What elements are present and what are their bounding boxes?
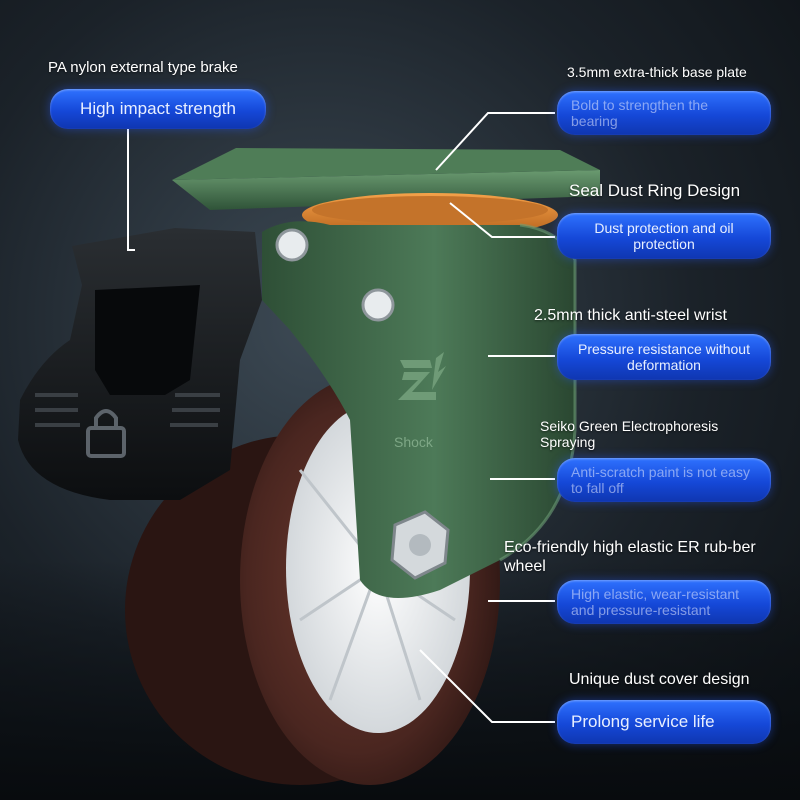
callout-dust-cover-heading: Unique dust cover design [569,671,750,688]
brake-ribs [35,393,220,427]
callout-brake-pill: High impact strength [50,89,266,129]
callout-base-plate-heading: 3.5mm extra-thick base plate [567,64,747,80]
callout-seal-ring-heading: Seal Dust Ring Design [569,181,741,200]
axle-bolt-center [409,534,431,556]
brand-logo-icon [398,352,446,400]
callout-dust-cover-pill: Prolong service life [557,700,771,744]
callout-steel-wrist-heading: 2.5mm thick anti-steel wrist [534,307,727,324]
callout-steel-wrist-pill: Pressure resistance without deformation [557,334,771,380]
callout-spraying-pill: Anti-scratch paint is not easy to fall o… [557,458,771,502]
callout-seal-ring-pill: Dust protection and oil protection [557,213,771,259]
base-plate [172,170,600,210]
brake-pedal-window [95,285,200,395]
lock-icon [86,409,126,458]
callout-brake-heading: PA nylon external type brake [48,59,238,76]
rivet-top [275,228,309,262]
callout-spraying-heading: Seiko Green Electrophoresis Spraying [540,418,719,450]
bracket-fork [262,221,575,598]
callout-rubber-wheel-heading: Eco-friendly high elastic ER rub-ber whe… [504,539,756,575]
callout-base-plate-pill: Bold to strengthen the bearing [557,91,771,135]
callout-rubber-wheel-pill: High elastic, wear-resistant and pressur… [557,580,771,624]
rivet-mid [361,288,395,322]
brand-logo-text: Shock [394,434,433,450]
seal-ring-inner [312,196,548,224]
